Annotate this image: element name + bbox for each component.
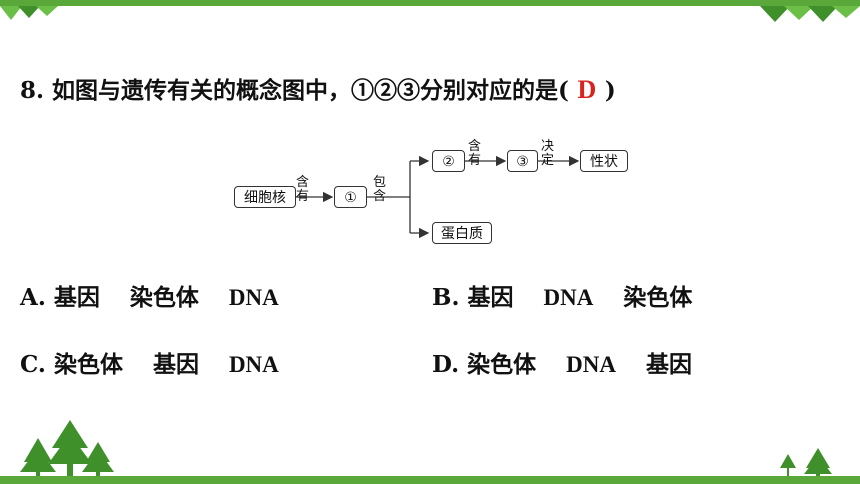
node-trait: 性状 [580, 150, 628, 172]
node-3: ③ [507, 150, 538, 172]
option-c[interactable]: C. 染色体 基因 DNA [20, 350, 279, 380]
option-c-term-1: 染色体 [53, 351, 123, 378]
question-text: 如图与遗传有关的概念图中，①②③分别对应的是( [52, 77, 569, 104]
option-b-letter: B. [432, 284, 460, 311]
label-contains-2: 含有 [468, 139, 482, 168]
question-stem: 8. 如图与遗传有关的概念图中，①②③分别对应的是( D) [20, 72, 616, 108]
bottom-right-trees-icon [780, 448, 832, 478]
option-b-term-2: DNA [543, 285, 594, 310]
label-determines: 决定 [541, 139, 555, 168]
option-b-term-3: 染色体 [623, 284, 693, 311]
option-d-letter: D. [432, 351, 460, 378]
option-d-term-1: 染色体 [467, 351, 537, 378]
option-b-term-1: 基因 [467, 284, 514, 311]
option-a-letter: A. [20, 284, 46, 311]
node-1: ① [334, 186, 367, 208]
option-c-term-2: 基因 [152, 351, 199, 378]
node-protein: 蛋白质 [432, 222, 492, 244]
option-d-term-2: DNA [566, 352, 616, 377]
option-a[interactable]: A. 基因 染色体 DNA [20, 283, 279, 313]
node-2: ② [432, 150, 465, 172]
top-accent-bar [0, 0, 860, 6]
option-c-letter: C. [20, 351, 46, 378]
option-a-term-2: 染色体 [129, 284, 199, 311]
option-b[interactable]: B. 基因 DNA 染色体 [432, 283, 692, 313]
answer-letter: D [577, 75, 597, 104]
label-contains-1: 含有 [296, 175, 310, 204]
top-right-leaf-icon [760, 6, 860, 22]
question-number: 8. [20, 77, 45, 104]
option-a-term-1: 基因 [53, 284, 100, 311]
top-left-leaf-icon [0, 6, 58, 20]
option-a-term-3: DNA [228, 285, 279, 310]
question-close-paren: ) [604, 77, 616, 104]
option-c-term-3: DNA [228, 352, 279, 377]
option-d-term-3: 基因 [646, 351, 692, 378]
bottom-accent-bar [0, 476, 860, 484]
bottom-left-trees-icon [20, 420, 114, 478]
concept-map-arrows [296, 155, 580, 239]
node-nucleus: 细胞核 [234, 186, 296, 208]
option-d[interactable]: D. 染色体 DNA 基因 [432, 350, 692, 380]
label-includes: 包含 [373, 175, 387, 204]
